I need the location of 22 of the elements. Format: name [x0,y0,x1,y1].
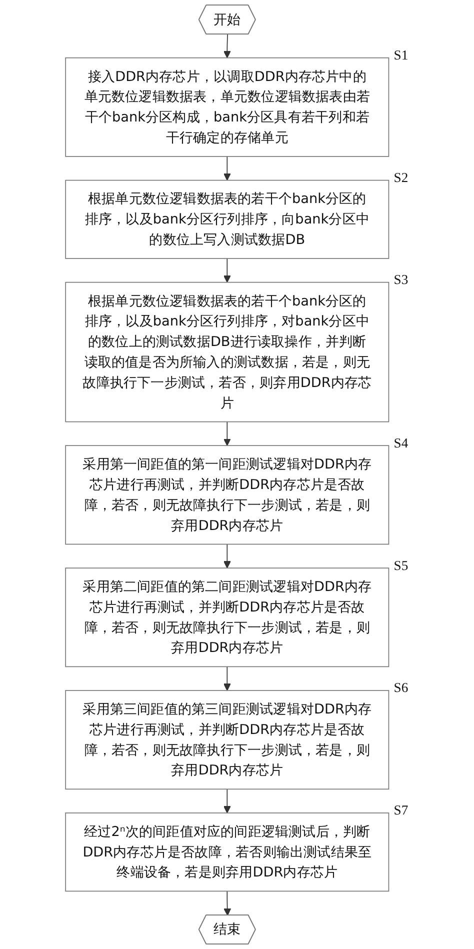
arrow [223,666,231,691]
arrow [223,258,231,283]
node-box: 接入DDR内存芯片，以调取DDR内存芯片中的单元数位逻辑数据表，单元数位逻辑数据表由若干个bank分区构成，bank分区具有若干列和若干行确定的存储单元 [65,57,390,157]
arrow [223,156,231,181]
node-box: 采用第二间距值的第二间距测试逻辑对DDR内存芯片进行再测试，并判断DDR内存芯片是否故障，若否，则无故障执行下一步测试，若是，则弃用DDR内存芯片 [65,568,390,668]
node-box: 根据单元数位逻辑数据表的若干个bank分区的排序，以及bank分区行列排序，向bank分区中的数位上写入测试数据DB [65,180,390,259]
node-box: 经过2ⁿ次的间距值对应的间距逻辑测试后，判断DDR内存芯片是否故障，若否则输出测试结果至终端设备，若是则弃用DDR内存芯片 [65,812,390,892]
step-label: S2 [394,170,408,185]
node-box: 采用第一间距值的第一间距测试逻辑对DDR内存芯片进行再测试，并判断DDR内存芯片是否故障，若否，则无故障执行下一步测试，若是，则弃用DDR内存芯片 [65,445,390,545]
step-label: S4 [394,435,408,450]
step-label: S3 [394,272,408,288]
arrow [223,421,231,446]
arrow [223,34,231,58]
step-label: S5 [394,558,408,573]
arrow [223,788,231,814]
node-box: 根据单元数位逻辑数据表的若干个bank分区的排序，以及bank分区行列排序，对bank分区中的数位上的测试数据DB进行读取操作，并判断读取的值是否为所输入的测试数据，若是，则无故障执行下一步测试，若否，则弃用DDR内存芯片 [65,282,390,422]
arrow [223,544,231,568]
step-label: S1 [394,48,408,63]
step-label: S6 [394,680,408,696]
node-box: 采用第三间距值的第三间距测试逻辑对DDR内存芯片进行再测试，并判断DDR内存芯片是否故障，若否，则无故障执行下一步测试，若是，则弃用DDR内存芯片 [65,690,390,790]
step-label: S7 [394,802,408,818]
arrow [224,890,232,916]
